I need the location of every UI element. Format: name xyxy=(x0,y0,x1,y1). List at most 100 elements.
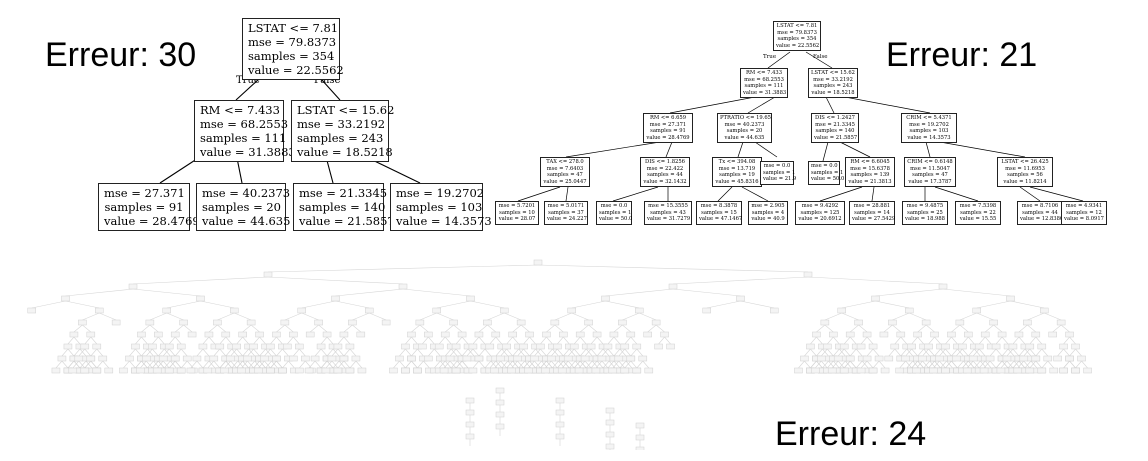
node-line: mse = 2.905 xyxy=(751,203,785,209)
tree-c-edge xyxy=(822,360,829,369)
tree-c-node xyxy=(574,367,584,374)
tree-c-edge xyxy=(495,336,503,345)
tree-c-node xyxy=(295,343,304,350)
tree-c-edge xyxy=(839,360,846,369)
tree-c-node xyxy=(1071,343,1080,350)
tree-c-node xyxy=(890,343,900,350)
tree-c-edge xyxy=(945,336,952,345)
tree-c-edge xyxy=(911,348,918,357)
tree-c-edge xyxy=(602,360,610,369)
tree-c-edge xyxy=(571,312,589,321)
tree-c-edge xyxy=(636,360,644,369)
tree-c-edge xyxy=(79,348,87,357)
tree-c-node xyxy=(449,319,458,326)
tree-c-edge xyxy=(584,360,592,369)
tree-c-edge xyxy=(174,360,182,369)
tree-c-edge xyxy=(487,324,497,333)
tree-c-node xyxy=(896,331,906,338)
tree-c-edge xyxy=(65,288,134,297)
tree-c-edge xyxy=(230,360,237,369)
tree-c-node xyxy=(955,319,965,326)
tree-c-edge xyxy=(132,288,201,297)
tree-c-edge xyxy=(613,324,623,333)
tree-c-node xyxy=(1056,319,1066,326)
tree-c-edge xyxy=(487,312,505,321)
node-line: LSTAT <= 7.81 xyxy=(776,23,818,29)
tree-c-node xyxy=(635,434,645,441)
node-line: samples = 20 xyxy=(726,128,763,135)
tree-c-node xyxy=(833,355,843,362)
tree-c-edge xyxy=(450,348,458,357)
tree-c-node xyxy=(226,355,235,362)
tree-c-node xyxy=(1053,355,1062,362)
tree-c-node xyxy=(304,367,314,374)
tree-c-edge xyxy=(174,348,182,357)
tree-c-node xyxy=(280,319,290,326)
tree-c-edge xyxy=(534,360,541,369)
tree-c-edge xyxy=(563,336,570,345)
tree-c-node xyxy=(829,331,838,338)
tree-c-edge xyxy=(523,336,530,345)
tree-c-edge xyxy=(455,336,463,345)
tree-c-node xyxy=(263,271,273,278)
tree-c-edge xyxy=(405,348,412,357)
tree-c-edge xyxy=(132,276,269,285)
tree-c-edge xyxy=(843,360,851,369)
tree-c-node xyxy=(884,355,894,362)
tree-c-node xyxy=(1025,343,1035,350)
tree-c-edge xyxy=(207,360,215,369)
tree-c-edge xyxy=(978,360,986,369)
tree-c-edge xyxy=(219,336,227,345)
tree-a-root-node: LSTAT <= 7.81 mse = 79.8373 samples = 35… xyxy=(242,18,344,80)
node-line: value = 28.4769 xyxy=(646,134,690,141)
tree-c-edge xyxy=(135,336,142,345)
tree-c-edge xyxy=(484,348,492,357)
tree-c-edge xyxy=(490,360,498,369)
tree-c-edge xyxy=(946,360,953,369)
tree-c-edge xyxy=(422,336,429,345)
tree-c-edge xyxy=(607,360,615,369)
node-line: samples = 243 xyxy=(813,83,853,90)
tree-c-edge xyxy=(962,348,969,357)
tree-c-edge xyxy=(833,348,840,357)
tree-c-node xyxy=(331,295,340,302)
tree-c-edge xyxy=(444,360,452,369)
tree-c-edge xyxy=(579,360,587,369)
tree-c-node xyxy=(1031,331,1041,338)
tree-c-edge xyxy=(153,360,160,369)
tree-c-edge xyxy=(922,348,929,357)
tree-c-edge xyxy=(1029,360,1037,369)
tree-c-edge xyxy=(453,324,463,333)
tree-c-edge xyxy=(912,360,920,369)
tree-c-edge xyxy=(951,336,958,345)
node-line: LSTAT <= 15.62 xyxy=(297,103,395,117)
tree-c-edge xyxy=(625,360,633,369)
tree-c-edge xyxy=(224,360,231,369)
node-line: samples = 56 xyxy=(1007,172,1043,179)
tree-c-edge xyxy=(1041,348,1049,357)
tree-c-edge xyxy=(523,360,530,369)
tree-c-node xyxy=(542,331,551,338)
tree-c-node xyxy=(880,367,890,374)
tree-c-node xyxy=(1037,367,1047,374)
tree-c-node xyxy=(310,355,320,362)
tree-c-node xyxy=(620,367,630,374)
tree-c-edge xyxy=(168,360,176,369)
node-line: mse = 68.2553 xyxy=(200,117,289,131)
tree-c-edge xyxy=(1001,348,1009,357)
tree-c-edge xyxy=(940,360,947,369)
tree-c-node xyxy=(591,367,601,374)
tree-c-node xyxy=(348,319,357,326)
tree-c-edge xyxy=(1006,348,1014,357)
tree-c-node xyxy=(357,367,367,374)
tree-c-node xyxy=(1065,331,1074,338)
tree-c-edge xyxy=(470,300,505,309)
tree-c-node xyxy=(1040,307,1049,314)
tree-c-edge xyxy=(276,336,283,345)
tree-c-edge xyxy=(265,360,272,369)
tree-c-node xyxy=(555,397,565,404)
